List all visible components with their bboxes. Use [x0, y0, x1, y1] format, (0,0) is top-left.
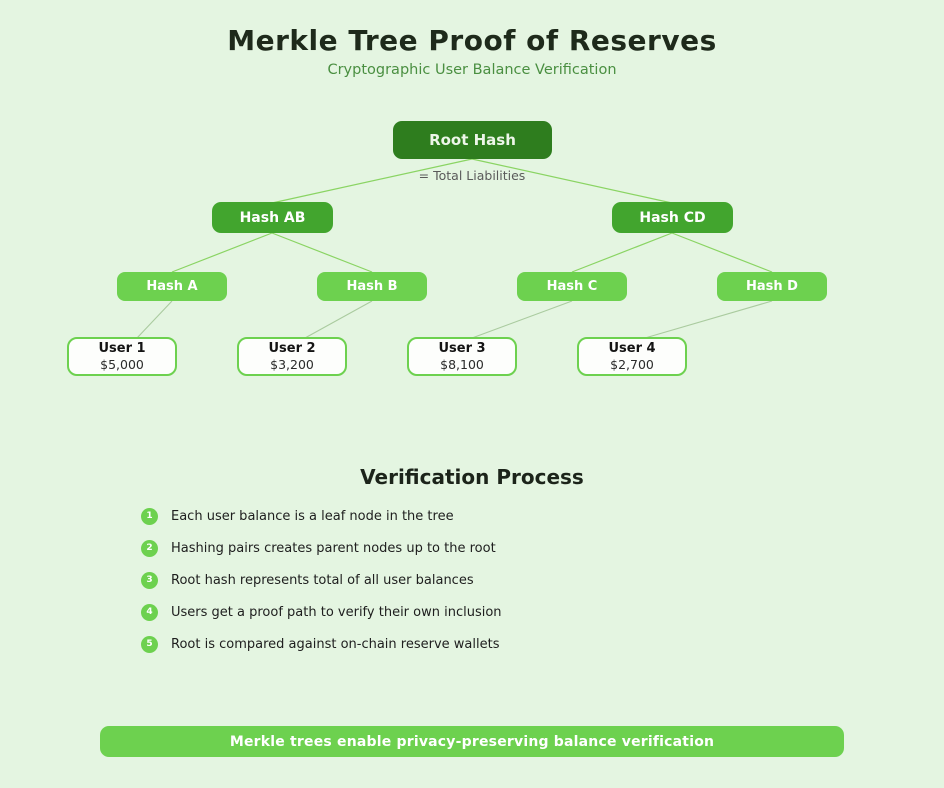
- page-title: Merkle Tree Proof of Reserves: [227, 24, 717, 57]
- step-3-text: Root hash represents total of all user b…: [171, 572, 474, 588]
- step-2-number-badge: 2: [141, 539, 158, 557]
- hash-cd-node: Hash CD: [612, 202, 733, 233]
- user-3-leaf-node: User 3 $8,100: [407, 337, 517, 376]
- user-4-leaf-node: User 4 $2,700: [577, 337, 687, 376]
- verification-step-2: 2 Hashing pairs creates parent nodes up …: [141, 532, 502, 564]
- hash-d-node: Hash D: [717, 272, 827, 301]
- step-1-text: Each user balance is a leaf node in the …: [171, 508, 454, 524]
- page-subtitle: Cryptographic User Balance Verification: [327, 62, 617, 78]
- step-4-number-badge: 4: [141, 603, 158, 621]
- user-3-name: User 3: [438, 341, 486, 356]
- step-3-number-badge: 3: [141, 571, 158, 589]
- verification-process-title: Verification Process: [360, 465, 584, 489]
- verification-steps-list: 1 Each user balance is a leaf node in th…: [141, 500, 502, 660]
- hash-b-node: Hash B: [317, 272, 427, 301]
- step-5-number-badge: 5: [141, 635, 158, 653]
- step-1-number-badge: 1: [141, 507, 158, 525]
- user-4-balance: $2,700: [610, 357, 654, 372]
- step-4-text: Users get a proof path to verify their o…: [171, 604, 502, 620]
- user-2-name: User 2: [268, 341, 316, 356]
- hash-a-node: Hash A: [117, 272, 227, 301]
- total-liabilities-annotation: = Total Liabilities: [418, 168, 526, 183]
- step-5-text: Root is compared against on-chain reserv…: [171, 636, 500, 652]
- user-2-balance: $3,200: [270, 357, 314, 372]
- user-1-balance: $5,000: [100, 357, 144, 372]
- user-2-leaf-node: User 2 $3,200: [237, 337, 347, 376]
- step-2-text: Hashing pairs creates parent nodes up to…: [171, 540, 496, 556]
- user-4-name: User 4: [608, 341, 656, 356]
- summary-banner: Merkle trees enable privacy-preserving b…: [100, 726, 844, 757]
- user-3-balance: $8,100: [440, 357, 484, 372]
- hash-c-node: Hash C: [517, 272, 627, 301]
- verification-step-3: 3 Root hash represents total of all user…: [141, 564, 502, 596]
- verification-step-4: 4 Users get a proof path to verify their…: [141, 596, 502, 628]
- verification-step-1: 1 Each user balance is a leaf node in th…: [141, 500, 502, 532]
- user-1-name: User 1: [98, 341, 146, 356]
- root-hash-node: Root Hash: [393, 121, 552, 159]
- hash-ab-node: Hash AB: [212, 202, 333, 233]
- user-1-leaf-node: User 1 $5,000: [67, 337, 177, 376]
- verification-step-5: 5 Root is compared against on-chain rese…: [141, 628, 502, 660]
